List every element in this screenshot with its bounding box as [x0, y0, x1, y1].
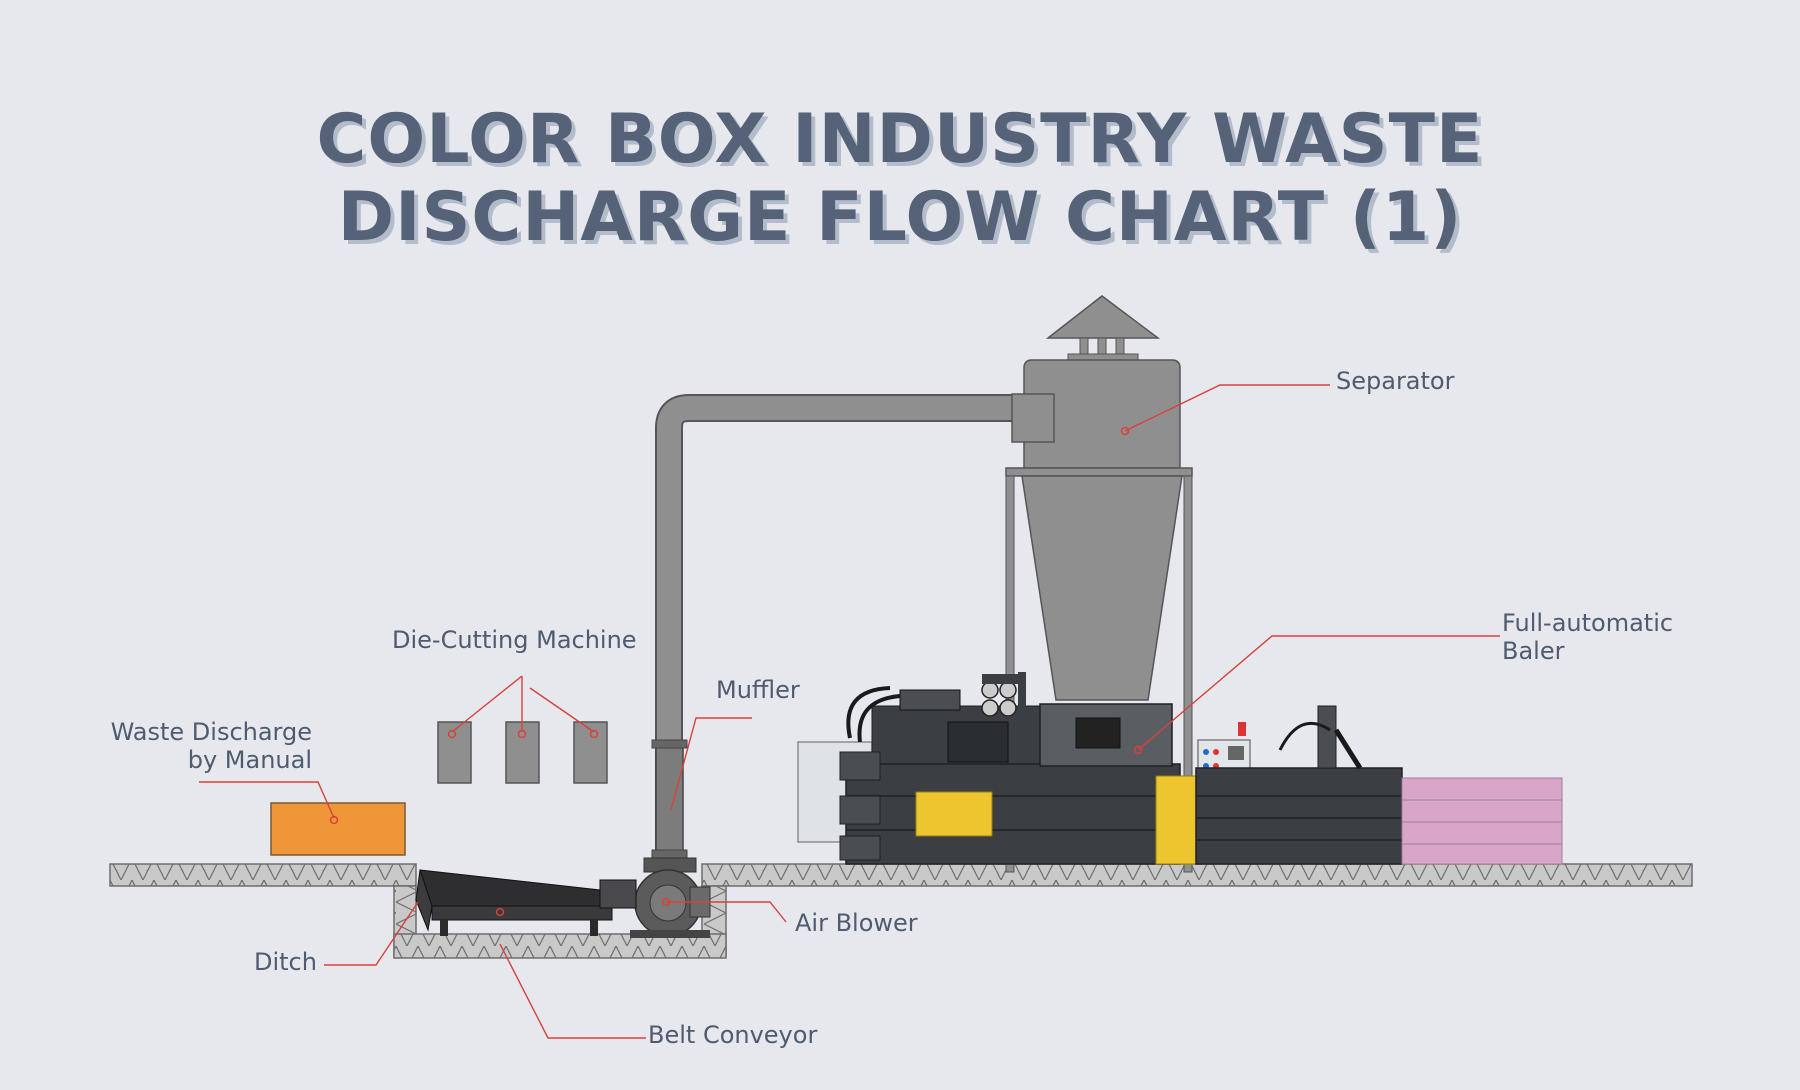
leader-die-cut-3	[529, 687, 595, 733]
leader-lines	[199, 384, 1500, 1039]
label-waste-manual-line-2: by Manual	[187, 746, 312, 774]
page-title-line-1: COLOR BOX INDUSTRY WASTE	[316, 100, 1484, 179]
label-waste-manual-line-1: Waste Discharge	[110, 718, 312, 746]
leader-ditch	[324, 901, 419, 966]
label-baler-line-1: Full-automatic	[1502, 609, 1674, 637]
leader-air-blower	[666, 901, 787, 923]
leader-separator	[1124, 384, 1330, 432]
belt-conveyor	[415, 869, 637, 936]
label-muffler: Muffler	[716, 676, 800, 704]
waste-bin	[270, 802, 406, 856]
label-baler-line-2: Baler	[1502, 637, 1565, 665]
leader-belt-conveyor	[499, 943, 646, 1039]
leader-waste-manual	[199, 781, 335, 819]
air-duct-pipe	[655, 394, 1012, 855]
muffler	[651, 739, 688, 859]
page-title-line-2: DISCHARGE FLOW CHART (1)	[337, 178, 1463, 257]
label-ditch: Ditch	[254, 948, 317, 976]
air-blower	[630, 857, 711, 938]
target-dots	[329, 426, 1143, 917]
leader-muffler	[670, 717, 752, 811]
ground-floor	[109, 863, 1693, 887]
leader-die-cut-1	[451, 675, 523, 733]
leader-baler	[1137, 635, 1500, 751]
label-air-blower: Air Blower	[795, 909, 918, 937]
full-automatic-baler	[797, 672, 1563, 865]
die-cutting-machines	[437, 721, 608, 784]
label-belt-conveyor: Belt Conveyor	[648, 1021, 818, 1049]
label-separator: Separator	[1336, 367, 1455, 395]
label-die-cutting-machine: Die-Cutting Machine	[392, 626, 637, 654]
